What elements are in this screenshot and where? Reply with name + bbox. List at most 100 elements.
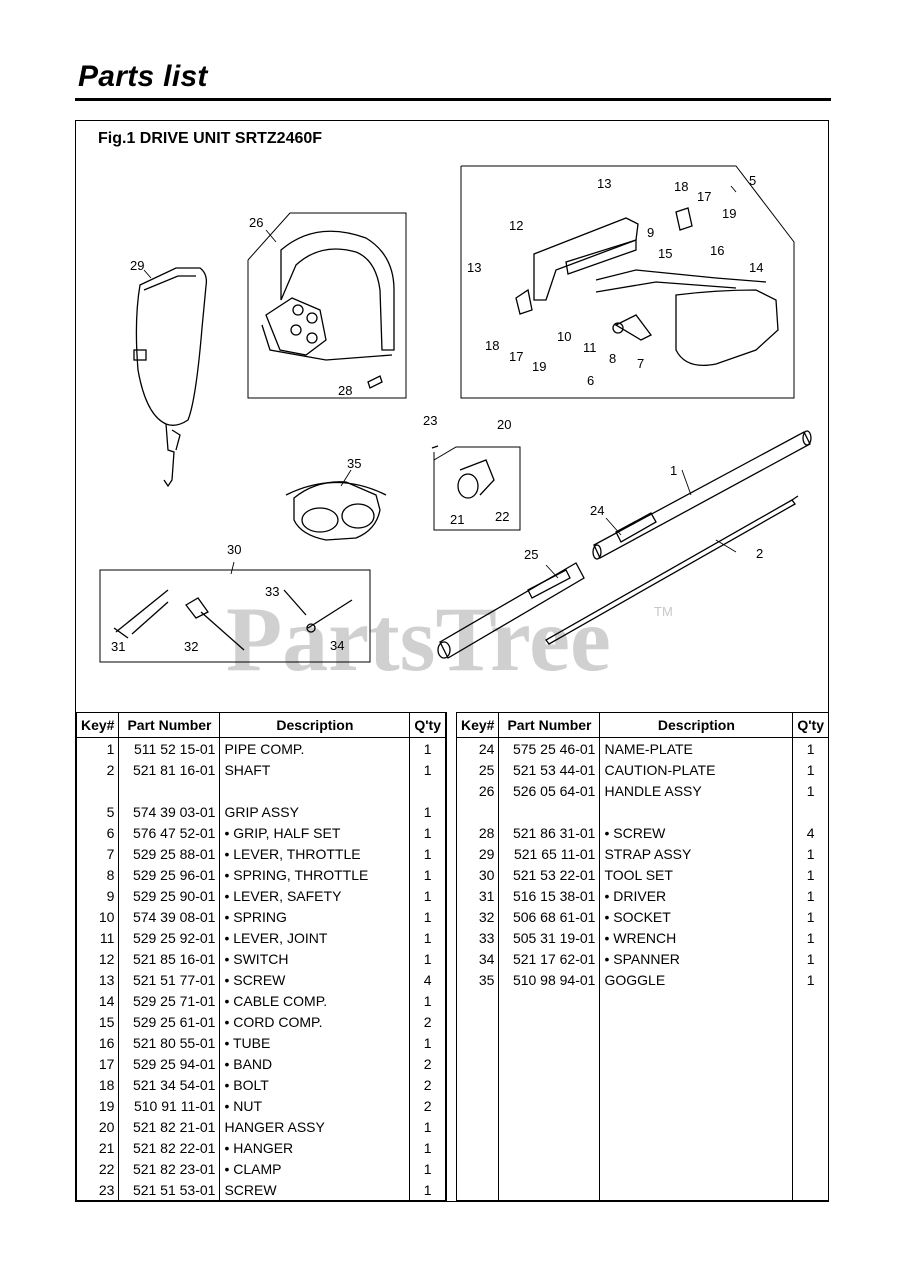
cell-qty: [792, 990, 829, 1011]
cell-part-number: [498, 1053, 601, 1074]
page-title: Parts list: [78, 60, 208, 93]
cell-part-number: 516 15 38-01: [498, 885, 601, 906]
cell-part-number: 506 68 61-01: [498, 906, 601, 927]
cell-qty: 1: [409, 948, 446, 969]
callout-28: 28: [338, 383, 352, 398]
cell-description: HANDLE ASSY: [599, 780, 794, 801]
cell-part-number: [498, 990, 601, 1011]
cell-qty: [792, 1032, 829, 1053]
cell-qty: 1: [792, 927, 829, 948]
callout-31: 31: [111, 639, 125, 654]
cell-description: • SCREW: [219, 969, 411, 990]
cell-part-number: 505 31 19-01: [498, 927, 601, 948]
cell-description: [599, 1158, 794, 1179]
cell-description: [599, 1095, 794, 1116]
cell-key: 34: [455, 948, 500, 969]
cell-key: 35: [455, 969, 500, 990]
callout-19a: 19: [722, 206, 736, 221]
callout-24: 24: [590, 503, 604, 518]
cell-qty: [792, 1074, 829, 1095]
cell-qty: 1: [409, 990, 446, 1011]
cell-key: [455, 1032, 500, 1053]
cell-description: GRIP ASSY: [219, 801, 411, 822]
cell-key: 12: [75, 948, 120, 969]
cell-description: • SPRING: [219, 906, 411, 927]
callout-21: 21: [450, 512, 464, 527]
col-part-number-header: Part Number: [498, 712, 601, 738]
cell-qty: 2: [409, 1053, 446, 1074]
cell-qty: [792, 1095, 829, 1116]
cell-description: • SPRING, THROTTLE: [219, 864, 411, 885]
cell-part-number: 574 39 03-01: [118, 801, 221, 822]
cell-qty: [792, 1011, 829, 1032]
cell-qty: 1: [409, 1116, 446, 1137]
pipe-drawing: [437, 430, 812, 659]
cell-qty: 1: [409, 1179, 446, 1201]
table-header-row: Key# Part Number Description Q'ty: [455, 712, 829, 738]
cell-description: SCREW: [219, 1179, 411, 1201]
cell-description: • CORD COMP.: [219, 1011, 411, 1032]
hanger-assy-drawing: [431, 445, 521, 531]
cell-description: • DRIVER: [599, 885, 794, 906]
cell-qty: 4: [409, 969, 446, 990]
page-frame: [75, 120, 829, 1202]
cell-qty: 1: [792, 864, 829, 885]
cell-part-number: 576 47 52-01: [118, 822, 221, 843]
callout-29: 29: [130, 258, 144, 273]
cell-description: • CABLE COMP.: [219, 990, 411, 1011]
callout-16: 16: [710, 243, 724, 258]
col-description-header: Description: [219, 712, 411, 738]
cell-qty: 1: [792, 759, 829, 780]
cell-description: • SOCKET: [599, 906, 794, 927]
col-description-header: Description: [599, 712, 794, 738]
cell-description: • LEVER, SAFETY: [219, 885, 411, 906]
cell-key: 10: [75, 906, 120, 927]
cell-qty: 1: [792, 906, 829, 927]
col-qty-header: Q'ty: [409, 712, 446, 738]
callout-34: 34: [330, 638, 344, 653]
cell-qty: [792, 1158, 829, 1179]
cell-description: • LEVER, THROTTLE: [219, 843, 411, 864]
cell-part-number: [118, 780, 221, 801]
callout-8: 8: [609, 351, 616, 366]
cell-key: 8: [75, 864, 120, 885]
cell-qty: 1: [409, 1137, 446, 1158]
cell-qty: 1: [409, 1032, 446, 1053]
cell-qty: 1: [792, 780, 829, 801]
cell-part-number: 521 85 16-01: [118, 948, 221, 969]
cell-key: [455, 1116, 500, 1137]
cell-part-number: [498, 1032, 601, 1053]
cell-part-number: 521 17 62-01: [498, 948, 601, 969]
cell-key: 25: [455, 759, 500, 780]
cell-part-number: [498, 1074, 601, 1095]
cell-key: 32: [455, 906, 500, 927]
table-gap: [446, 712, 456, 1202]
cell-part-number: [498, 1179, 601, 1201]
cell-part-number: [498, 1158, 601, 1179]
cell-part-number: 511 52 15-01: [118, 737, 221, 759]
cell-description: [599, 1053, 794, 1074]
cell-description: [599, 990, 794, 1011]
callout-32: 32: [184, 639, 198, 654]
table-row: [455, 801, 829, 822]
tool-set-drawing: [99, 569, 371, 663]
cell-description: [599, 1074, 794, 1095]
table-row: [455, 1074, 829, 1095]
cell-key: 33: [455, 927, 500, 948]
cell-qty: 4: [792, 822, 829, 843]
table-row: [455, 1032, 829, 1053]
cell-key: [455, 1011, 500, 1032]
callout-1: 1: [670, 463, 677, 478]
callout-6: 6: [587, 373, 594, 388]
strap-assy-drawing: [133, 267, 208, 488]
cell-key: 6: [75, 822, 120, 843]
